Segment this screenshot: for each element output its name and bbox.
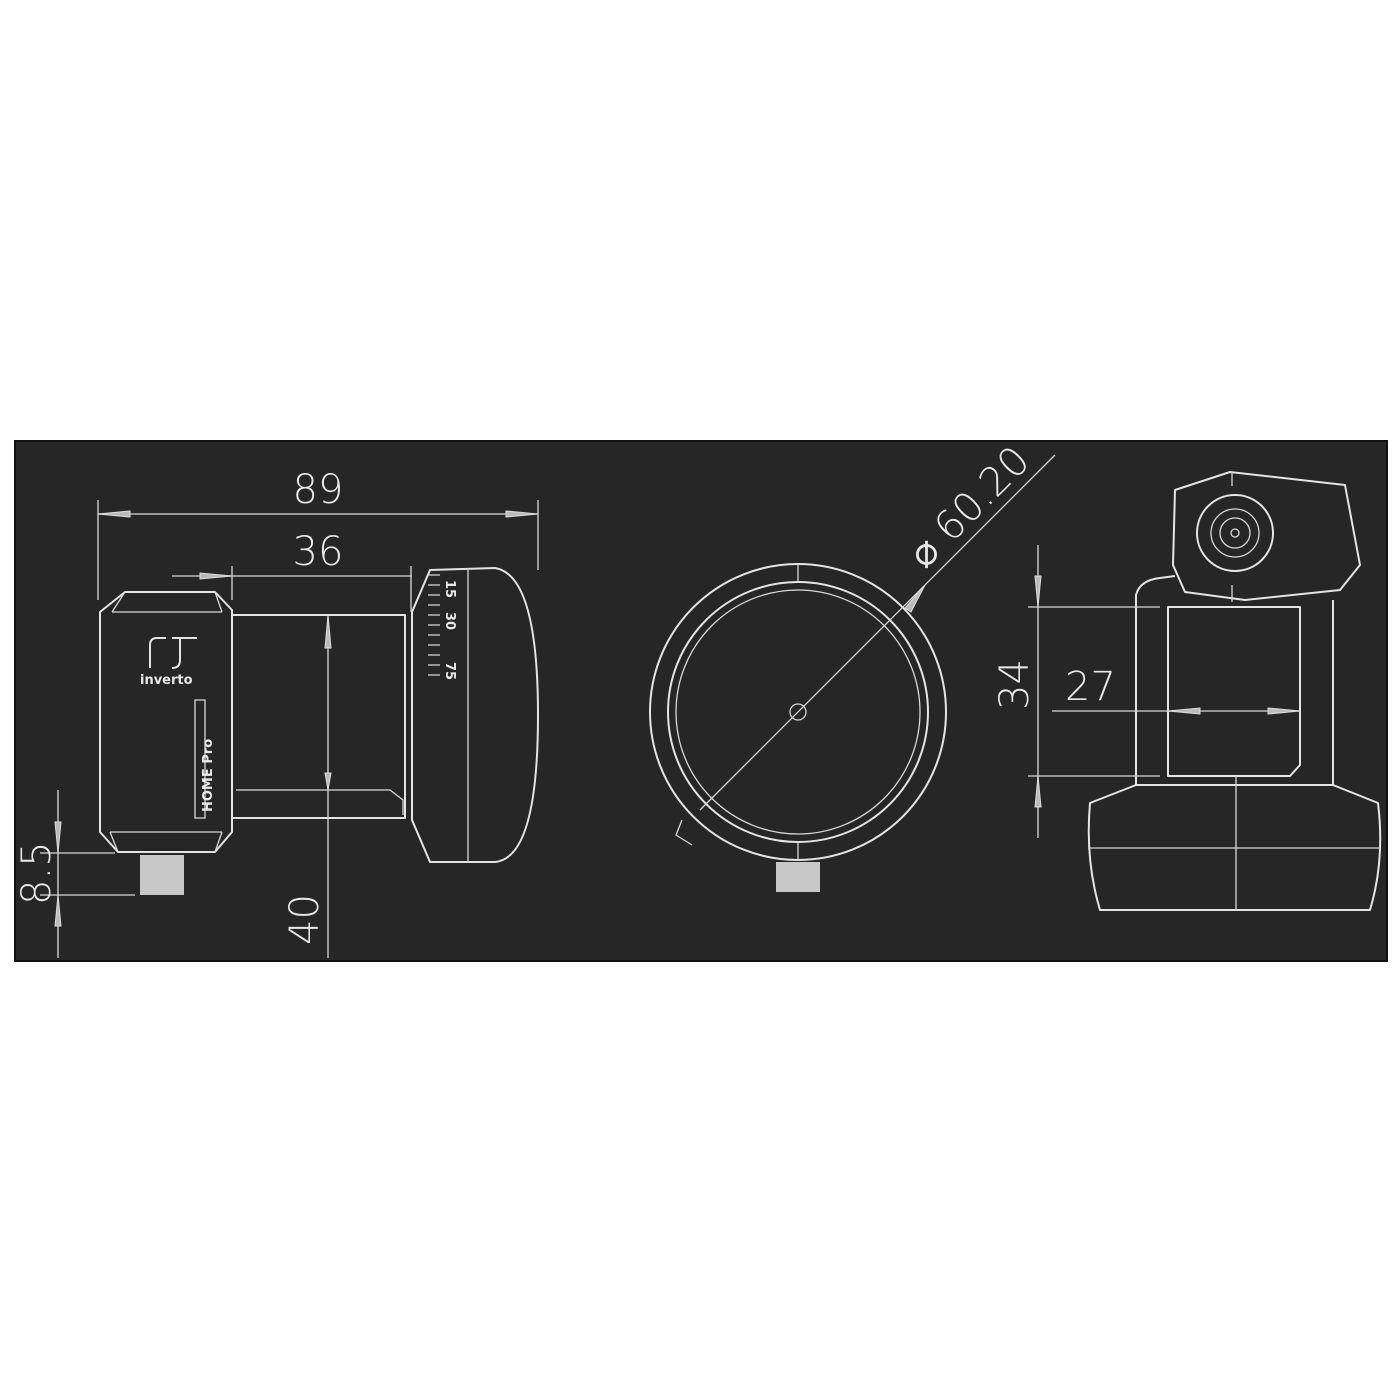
lnb-neck — [232, 614, 406, 819]
side-view: inverto HOME Pro 15 30 75 89 36 40 — [14, 467, 539, 958]
dim-height: 40 — [282, 894, 328, 945]
rear-label-panel — [1167, 606, 1301, 777]
dim-neck-length: 36 — [293, 529, 344, 575]
scale-label: 30 — [442, 612, 457, 630]
feedhorn-rear — [1087, 784, 1382, 911]
rear-view: 34 27 — [992, 471, 1382, 911]
dim-rear-height: 34 — [992, 659, 1038, 710]
dim-feed-diameter: ⌀ 60.20 — [900, 438, 1040, 578]
f-connector — [140, 855, 184, 895]
lnb-housing-side — [99, 591, 233, 853]
dim-connector-offset: 8.5 — [14, 841, 60, 905]
inverto-logo-icon — [149, 637, 197, 669]
dim-rear-width: 27 — [1065, 664, 1116, 710]
scale-label: 75 — [442, 662, 457, 680]
skew-scale: 15 30 75 — [428, 574, 457, 680]
feedhorn-side — [411, 567, 539, 863]
product-label: HOME Pro — [201, 739, 216, 812]
scale-label: 15 — [442, 580, 457, 598]
f-connector-front — [776, 862, 820, 892]
rear-body — [1135, 575, 1334, 785]
f-connector-port — [1196, 494, 1274, 572]
logo-text: inverto — [140, 673, 193, 688]
dim-overall-length: 89 — [293, 467, 344, 513]
connector-housing — [1172, 471, 1361, 601]
drawing-frame — [14, 440, 1388, 962]
